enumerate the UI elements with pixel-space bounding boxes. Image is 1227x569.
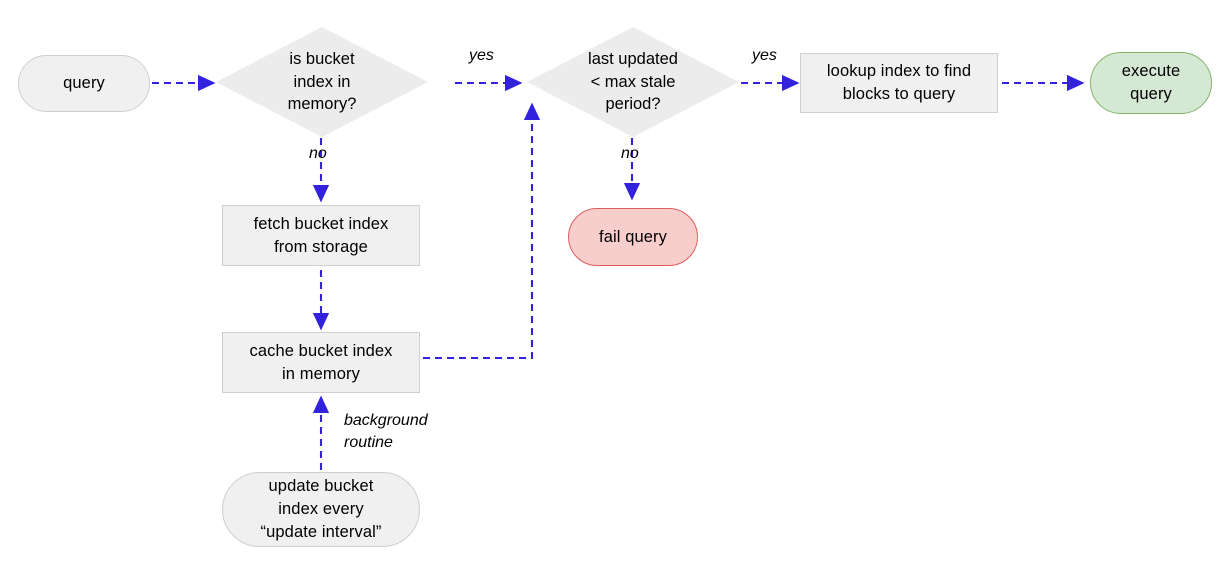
node-lookup-index[interactable]: lookup index to find blocks to query <box>800 53 998 113</box>
node-cache-bucket-index[interactable]: cache bucket index in memory <box>222 332 420 393</box>
node-is-bucket-index-in-memory-label: is bucket index in memory? <box>287 49 357 114</box>
node-update-bucket-index-label: update bucket index every “update interv… <box>260 477 382 541</box>
edge-label-no-to-fetch: no <box>309 145 327 162</box>
node-fetch-bucket-index[interactable]: fetch bucket index from storage <box>222 205 420 266</box>
node-lookup-index-label: lookup index to find blocks to query <box>826 62 972 103</box>
node-fetch-bucket-index-label: fetch bucket index from storage <box>253 214 389 256</box>
edge-label-background-routine: background routine <box>344 412 428 451</box>
node-fail-query[interactable]: fail query <box>568 208 698 266</box>
node-is-bucket-index-in-memory[interactable]: is bucket index in memory? <box>216 27 428 137</box>
node-cache-bucket-index-label: cache bucket index in memory <box>249 341 393 383</box>
node-execute-query-label: execute query <box>1121 62 1181 103</box>
edge-label-yes-to-stale: yes <box>469 47 494 64</box>
node-last-updated-max-stale-label: last updated < max stale period? <box>588 49 678 114</box>
node-execute-query[interactable]: execute query <box>1090 52 1212 114</box>
node-query[interactable]: query <box>18 55 150 112</box>
edge-label-yes-to-lookup: yes <box>752 47 777 64</box>
node-update-bucket-index[interactable]: update bucket index every “update interv… <box>222 472 420 547</box>
node-query-label: query <box>63 74 105 93</box>
edge-cache-to-decision2 <box>423 102 541 360</box>
node-last-updated-max-stale[interactable]: last updated < max stale period? <box>527 27 739 137</box>
node-fail-query-label: fail query <box>599 227 667 246</box>
edge-label-no-to-fail: no <box>621 145 639 162</box>
